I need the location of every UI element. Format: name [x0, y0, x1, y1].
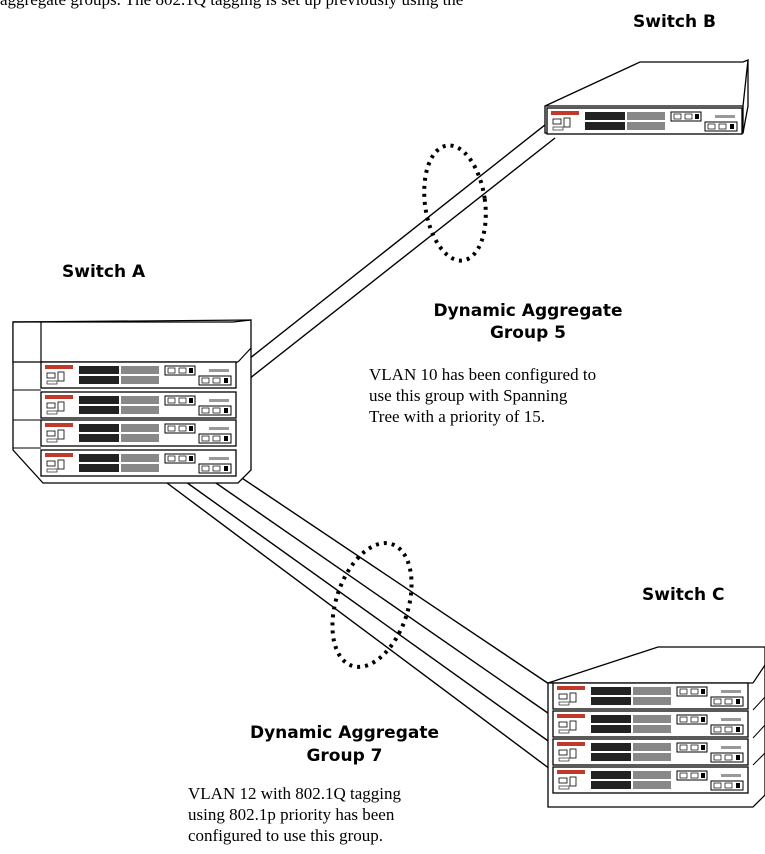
link-a-b-upper: [234, 116, 556, 371]
link-a-b: [234, 116, 556, 391]
header-fragment: aggregate groups. The 802.1Q tagging is …: [0, 0, 765, 10]
group7-ellipse: [330, 541, 414, 669]
group7-description: VLAN 12 with 802.1Q tagging using 802.1p…: [188, 783, 401, 846]
group7-desc-line: VLAN 12 with 802.1Q tagging: [188, 784, 401, 803]
group7-title-line1: Dynamic Aggregate: [249, 723, 439, 743]
link-a-c-4: [162, 479, 559, 776]
link-a-b-lower: [234, 137, 556, 391]
group5-description: VLAN 10 has been configured to use this …: [369, 364, 596, 427]
switch-b: [544, 59, 749, 135]
switch-c: [547, 646, 765, 808]
link-a-c: [162, 459, 559, 776]
switch-a: [12, 319, 252, 484]
group5-title-line2: Group 5: [489, 323, 567, 343]
group5-desc-line: Tree with a priority of 15.: [369, 407, 545, 426]
switch-a-label: Switch A: [62, 262, 146, 282]
group5-desc-line: use this group with Spanning: [369, 386, 568, 405]
group5-ellipse: [422, 143, 488, 263]
group7-desc-line: using 802.1p priority has been: [188, 805, 395, 824]
switch-c-label: Switch C: [642, 585, 725, 605]
link-a-c-2: [189, 464, 559, 721]
link-a-c-1: [214, 459, 559, 691]
group5-title-line1: Dynamic Aggregate: [433, 301, 623, 321]
link-a-c-3: [171, 471, 559, 749]
group7-desc-line: configured to use this group.: [188, 826, 383, 845]
group7-title-line2: Group 7: [306, 746, 383, 766]
switch-b-label: Switch B: [633, 12, 716, 32]
group5-desc-line: VLAN 10 has been configured to: [369, 365, 597, 384]
